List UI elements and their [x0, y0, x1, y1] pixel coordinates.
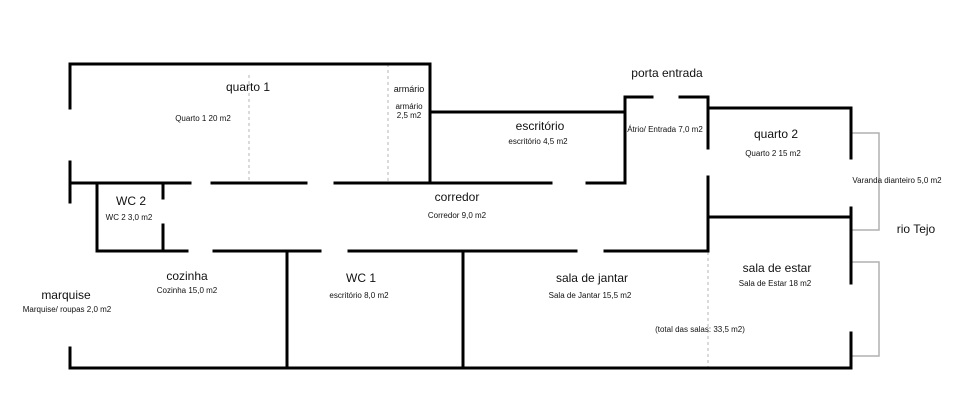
dashed-partitions — [248, 64, 709, 368]
balcony-railing — [851, 132, 880, 357]
quarto1-name: quarto 1 — [226, 80, 270, 94]
wc1-area: escritório 8,0 m2 — [329, 291, 389, 300]
sala-jantar-name: sala de jantar — [556, 271, 628, 285]
total-salas-note: (total das salas: 33,5 m2) — [655, 325, 745, 334]
armario-area-line1: armário — [395, 102, 423, 111]
rio-label: rio Tejo — [897, 222, 936, 236]
sala-jantar-area: Sala de Jantar 15,5 m2 — [549, 291, 632, 300]
sala-estar-area: Sala de Estar 18 m2 — [739, 279, 812, 288]
entrada-area: Átrio/ Entrada 7,0 m2 — [627, 125, 703, 134]
walls — [68, 62, 853, 370]
quarto2-name: quarto 2 — [754, 127, 798, 141]
quarto1-area: Quarto 1 20 m2 — [175, 114, 231, 123]
corredor-name: corredor — [435, 190, 480, 204]
wc1-name: WC 1 — [346, 271, 376, 285]
wc2-area: WC 2 3,0 m2 — [106, 213, 153, 222]
armario-area-line2: 2,5 m2 — [397, 111, 422, 120]
marquise-name: marquise — [41, 288, 91, 302]
escritorio-name: escritório — [516, 119, 565, 133]
corredor-area: Corredor 9,0 m2 — [428, 211, 487, 220]
cozinha-name: cozinha — [166, 269, 208, 283]
armario-name: armário — [394, 84, 425, 94]
porta-entrada-label: porta entrada — [631, 66, 703, 80]
sala-railing — [851, 261, 880, 357]
escritorio-area: escritório 4,5 m2 — [508, 137, 568, 146]
wc2-name: WC 2 — [116, 194, 146, 208]
cozinha-area: Cozinha 15,0 m2 — [157, 286, 218, 295]
varanda-railing — [851, 132, 880, 231]
marquise-area: Marquise/ roupas 2,0 m2 — [23, 305, 112, 314]
room-labels: quarto 1 Quarto 1 20 m2 armário armário … — [23, 66, 942, 334]
quarto2-area: Quarto 2 15 m2 — [745, 149, 801, 158]
sala-estar-name: sala de estar — [743, 261, 812, 275]
varanda-area: Varanda dianteiro 5,0 m2 — [852, 176, 942, 185]
